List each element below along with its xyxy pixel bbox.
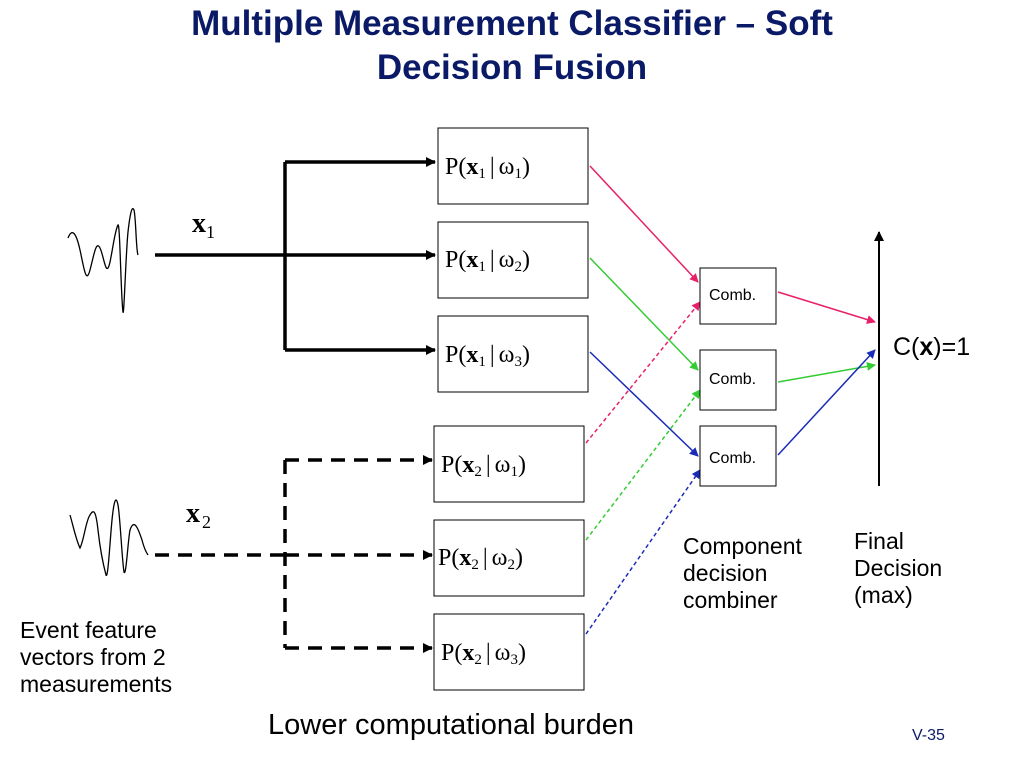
arrow-x2w1-to-comb1 [585, 301, 701, 444]
arrow-x1w3-to-comb3 [589, 351, 699, 457]
final-decision-line3: (max) [854, 582, 913, 608]
combiner-box-2-label: Comb. [709, 371, 756, 388]
arrow-comb2-to-final [777, 361, 876, 383]
component-combiner-line3: combiner [683, 587, 778, 613]
waveform-2-icon [69, 499, 149, 576]
combiner-box-1: Comb. [699, 267, 777, 325]
combiner-box-3: Comb. [699, 425, 777, 487]
prob-box-5: P(x2|ω2) [433, 519, 585, 597]
event-feature-line3: measurements [20, 671, 173, 697]
event-feature-label: Event feature vectors from 2 measurement… [20, 617, 172, 698]
slide-title-line1: Multiple Measurement Classifier – Soft [191, 4, 833, 43]
slide-title: Multiple Measurement Classifier – Soft D… [0, 2, 1024, 90]
x1-label: x1 [192, 208, 215, 242]
component-combiner-line2: decision [683, 560, 768, 586]
arrow-x1w1-to-comb1 [589, 165, 699, 283]
combiner-box-2: Comb. [699, 349, 777, 411]
arrow-x2w2-to-comb2 [585, 389, 701, 541]
x1-symbol: x [192, 208, 206, 239]
waveform-1-icon [67, 208, 139, 313]
output-label: C(x)=1 [893, 333, 970, 361]
event-feature-line1: Event feature [20, 617, 157, 643]
prob-box-2-text: P(x1|ω2) [445, 247, 530, 275]
event-feature-line2: vectors from 2 [20, 644, 166, 670]
prob-box-2: P(x1|ω2) [437, 221, 589, 299]
arrow-comb3-to-final [777, 349, 876, 456]
prob-box-6-text: P(x2|ω3) [441, 640, 526, 668]
slide-title-line2: Decision Fusion [376, 48, 648, 87]
component-combiner-line1: Component [683, 533, 802, 559]
prob-box-6: P(x2|ω3) [433, 613, 585, 691]
prob-box-3: P(x1|ω3) [437, 315, 589, 393]
prob-box-5-text: P(x2|ω2) [438, 545, 523, 573]
combiner-box-1-label: Comb. [709, 287, 756, 304]
prob-box-1: P(x1|ω1) [437, 127, 589, 205]
final-decision-label: Final Decision (max) [854, 528, 942, 609]
slide-number: V-35 [912, 727, 945, 744]
prob-box-4: P(x2|ω1) [433, 425, 585, 503]
prob-box-3-text: P(x1|ω3) [445, 342, 530, 370]
x2-symbol: x [186, 498, 200, 529]
footer-text: Lower computational burden [268, 709, 634, 741]
x1-subscript: 1 [206, 222, 215, 242]
x2-subscript: 2 [202, 512, 211, 532]
final-decision-line1: Final [854, 528, 904, 554]
arrow-comb1-to-final [777, 291, 876, 324]
final-decision-line2: Decision [854, 555, 943, 581]
combiner-box-3-label: Comb. [709, 450, 756, 467]
component-combiner-label: Component decision combiner [683, 533, 802, 614]
prob-box-4-text: P(x2|ω1) [441, 452, 526, 480]
prob-box-1-text: P(x1|ω1) [445, 154, 530, 182]
arrow-x2w3-to-comb3 [585, 469, 701, 635]
arrow-x1w2-to-comb2 [589, 257, 699, 371]
